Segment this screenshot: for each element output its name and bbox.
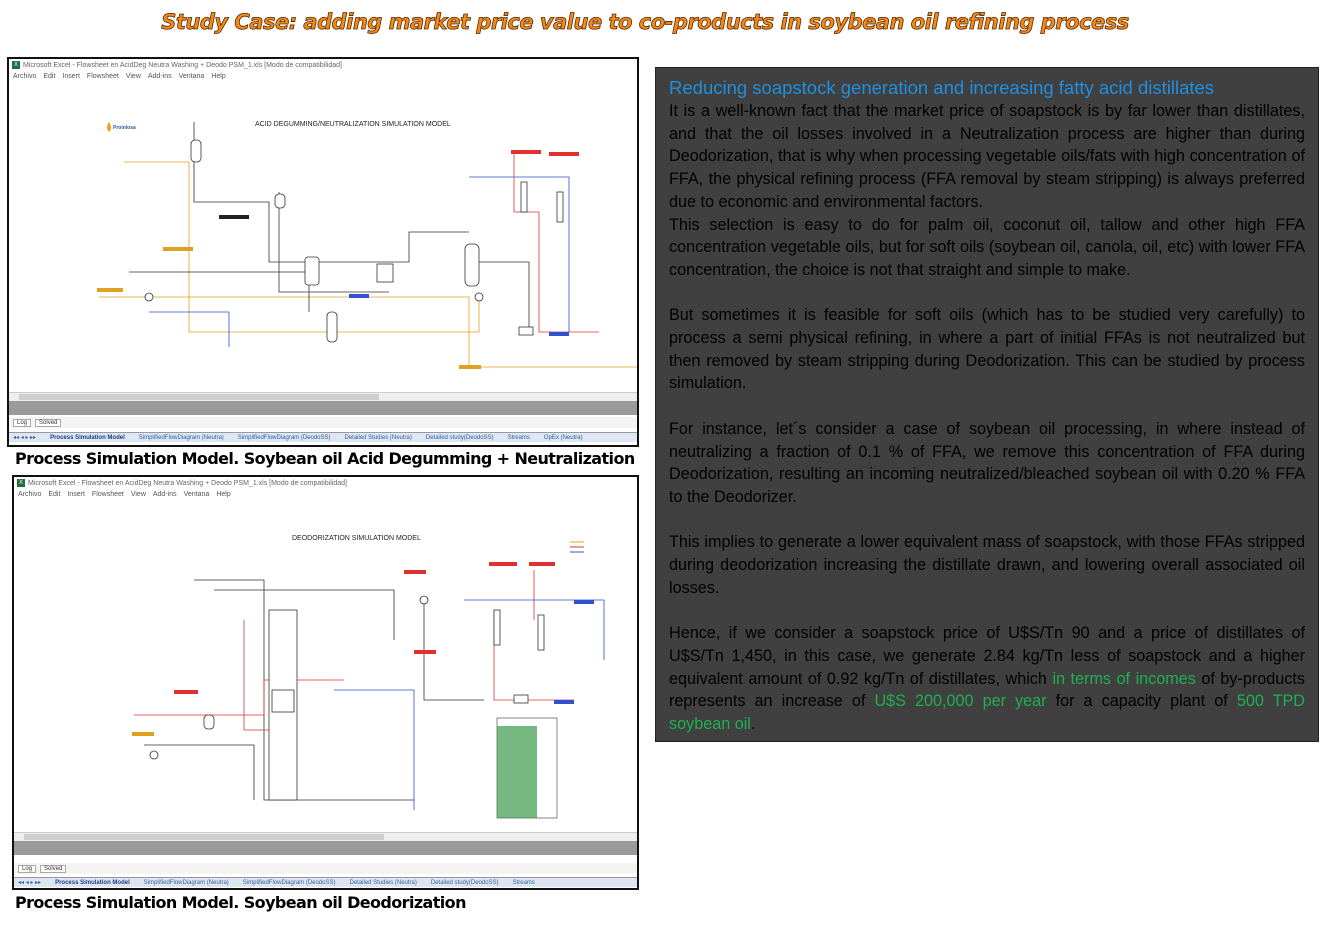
paragraph: This selection is easy to do for palm oi… bbox=[669, 215, 1305, 279]
menu-view[interactable]: View bbox=[125, 73, 141, 80]
legend bbox=[570, 541, 584, 553]
tab-process-simulation-model[interactable]: Process Simulation Model bbox=[50, 434, 125, 441]
highlight-capacity: 500 TPD soybean oil bbox=[669, 692, 1305, 733]
menu-addins[interactable]: Add-ins bbox=[152, 491, 177, 498]
paragraph: This implies to generate a lower equival… bbox=[669, 533, 1305, 597]
logo: Proinlosa bbox=[107, 122, 136, 132]
tab-simplified-neutra[interactable]: SimplifiedFlowDiagram (Neutra) bbox=[138, 434, 224, 441]
menu-addins[interactable]: Add-ins bbox=[147, 73, 172, 80]
text: for a capacity plant of bbox=[1046, 692, 1237, 711]
tab-detailed-neutra[interactable]: Detailed Studies (Neutra) bbox=[349, 879, 417, 886]
menu-help[interactable]: Help bbox=[216, 491, 231, 498]
menu-view[interactable]: View bbox=[130, 491, 146, 498]
results-table bbox=[496, 717, 558, 819]
log-button[interactable]: Log bbox=[18, 864, 37, 873]
tab-detailed-deodoss[interactable]: Detailed study(DeodoSS) bbox=[425, 434, 494, 441]
menu-flowsheet[interactable]: Flowsheet bbox=[91, 491, 124, 498]
page-title: Study Case: adding market price value to… bbox=[161, 10, 1130, 35]
menu-edit[interactable]: Edit bbox=[43, 73, 56, 80]
tab-detailed-neutra[interactable]: Detailed Studies (Neutra) bbox=[344, 434, 412, 441]
scrollbar-thumb[interactable] bbox=[24, 834, 384, 840]
text: Hence, if we consider a soapstock price … bbox=[669, 624, 1305, 688]
gray-strip bbox=[9, 401, 637, 415]
menu-insert[interactable]: Insert bbox=[62, 73, 80, 80]
flowsheet-title: ACID DEGUMMING/NEUTRALIZATION SIMULATION… bbox=[255, 121, 451, 128]
tab-simplified-neutra[interactable]: SimplifiedFlowDiagram (Neutra) bbox=[143, 879, 229, 886]
menu-archivo[interactable]: Archivo bbox=[13, 73, 37, 80]
stream-labels bbox=[97, 150, 579, 369]
menu-bar: Archivo Edit Insert Flowsheet View Add-ins Ven… bbox=[9, 71, 637, 82]
paragraph: It is a well-known fact that the market … bbox=[669, 102, 1305, 211]
window-title: Microsoft Excel - Flowsheet en AcidDeg N… bbox=[23, 61, 342, 69]
menu-insert[interactable]: Insert bbox=[67, 491, 85, 498]
text: of by-products represents an increase of bbox=[669, 669, 1305, 711]
menu-archivo[interactable]: Archivo bbox=[18, 491, 42, 498]
caption-deodorization: Process Simulation Model. Soybean oil De… bbox=[15, 893, 466, 912]
tab-process-simulation-model[interactable]: Process Simulation Model bbox=[55, 879, 130, 886]
menu-flowsheet[interactable]: Flowsheet bbox=[86, 73, 119, 80]
sheet-tabs: ◂◂ ◂ ▸ ▸▸ Process Simulation Model Simpl… bbox=[9, 432, 637, 442]
tab-simplified-deodoss[interactable]: SimplifiedFlowDiagram (DeodoSS) bbox=[242, 879, 336, 886]
menu-help[interactable]: Help bbox=[211, 73, 226, 80]
tab-streams[interactable]: Streams bbox=[507, 434, 530, 441]
menu-ventana[interactable]: Ventana bbox=[178, 73, 205, 80]
flowsheet-canvas[interactable]: DEODORIZATION SIMULATION MODEL bbox=[14, 500, 637, 830]
text-panel: Reducing soapstock generation and increa… bbox=[655, 67, 1319, 742]
tab-simplified-deodoss[interactable]: SimplifiedFlowDiagram (DeodoSS) bbox=[237, 434, 331, 441]
gray-strip bbox=[14, 841, 637, 855]
tab-nav-arrows[interactable]: ◂◂ ◂ ▸ ▸▸ bbox=[18, 880, 42, 886]
menu-edit[interactable]: Edit bbox=[48, 491, 61, 498]
equipment bbox=[144, 139, 564, 343]
tab-nav-arrows[interactable]: ◂◂ ◂ ▸ ▸▸ bbox=[13, 435, 37, 441]
sheet-tabs: ◂◂ ◂ ▸ ▸▸ Process Simulation Model Simpl… bbox=[14, 877, 637, 887]
svg-text:Proinlosa: Proinlosa bbox=[113, 125, 136, 131]
excel-icon: X bbox=[17, 479, 25, 487]
flowsheet-title: DEODORIZATION SIMULATION MODEL bbox=[292, 535, 421, 542]
scrollbar-thumb[interactable] bbox=[19, 394, 379, 400]
equipment bbox=[149, 595, 545, 801]
menu-ventana[interactable]: Ventana bbox=[183, 491, 210, 498]
stream-labels bbox=[132, 562, 594, 736]
excel-icon: X bbox=[12, 61, 20, 69]
paragraph: But sometimes it is feasible for soft oi… bbox=[669, 306, 1305, 393]
horizontal-scrollbar[interactable] bbox=[14, 832, 637, 841]
tab-detailed-deodoss[interactable]: Detailed study(DeodoSS) bbox=[430, 879, 499, 886]
panel-heading: Reducing soapstock generation and increa… bbox=[669, 77, 1215, 98]
menu-bar: Archivo Edit Insert Flowsheet View Add-ins Ven… bbox=[14, 489, 637, 500]
text: . bbox=[750, 714, 756, 733]
caption-neutralization: Process Simulation Model. Soybean oil Ac… bbox=[15, 449, 635, 468]
flowsheet-canvas[interactable]: ACID DEGUMMING/NEUTRALIZATION SIMULATION… bbox=[9, 82, 637, 392]
tab-opex-neutra[interactable]: OpEx (Neutra) bbox=[543, 434, 583, 441]
highlight-incomes: in terms of incomes bbox=[1052, 669, 1196, 688]
paragraph: For instance, let´s consider a case of s… bbox=[669, 419, 1305, 506]
horizontal-scrollbar[interactable] bbox=[9, 392, 637, 401]
process-streams bbox=[134, 570, 605, 810]
window-title: Microsoft Excel - Flowsheet en AcidDeg N… bbox=[28, 479, 347, 487]
highlight-savings: U$S 200,000 per year bbox=[874, 692, 1047, 711]
paragraph-conclusion: Hence, if we consider a soapstock price … bbox=[669, 622, 1305, 736]
tab-streams[interactable]: Streams bbox=[512, 879, 535, 886]
solved-indicator: Solved bbox=[40, 864, 67, 873]
process-streams bbox=[99, 122, 637, 368]
log-button[interactable]: Log bbox=[13, 418, 32, 427]
solved-indicator: Solved bbox=[35, 418, 62, 427]
